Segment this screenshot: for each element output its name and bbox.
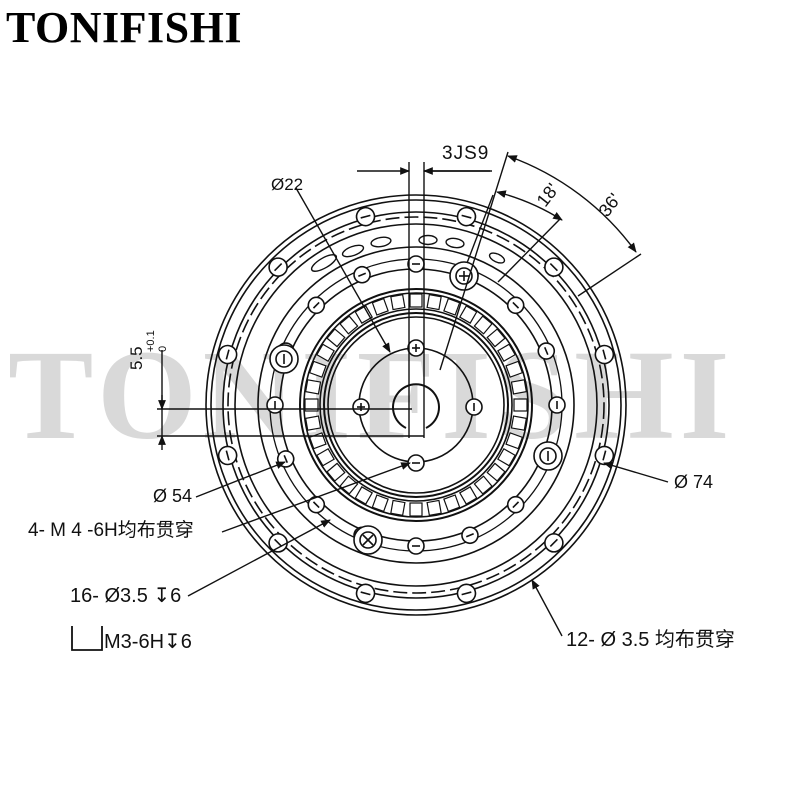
callout-16-holes: 16- Ø3.5 ↧6 [70, 585, 182, 607]
callout-12-holes: 12- Ø 3.5 均布贯穿 [566, 629, 735, 651]
dim-height-main: 5.5 [127, 346, 146, 370]
dim-d22: Ø22 [271, 175, 304, 194]
dim-height-tol-upper: +0.1 [145, 330, 157, 352]
holes-inner [352, 339, 483, 472]
outer-rings [205, 194, 627, 616]
dim-keyway: 3JS9 [442, 143, 490, 164]
holes-m4 [269, 261, 563, 555]
brand-title: TONIFISHI [6, 3, 242, 52]
dim-d74: Ø 74 [674, 472, 714, 492]
callout-m3-holes: M3-6H↧6 [104, 631, 192, 653]
holes-12-outer [217, 206, 615, 604]
callout-m4-holes: 4- M 4 -6H均布贯穿 [28, 520, 194, 541]
dim-height: 5.5 [127, 346, 146, 370]
dimension-lines [71, 151, 669, 651]
slots [310, 234, 506, 272]
dim-d54: Ø 54 [153, 486, 193, 506]
rollers [304, 293, 528, 517]
dim-height-tol-lower: 0 [157, 345, 169, 352]
roller-ring [299, 288, 533, 522]
